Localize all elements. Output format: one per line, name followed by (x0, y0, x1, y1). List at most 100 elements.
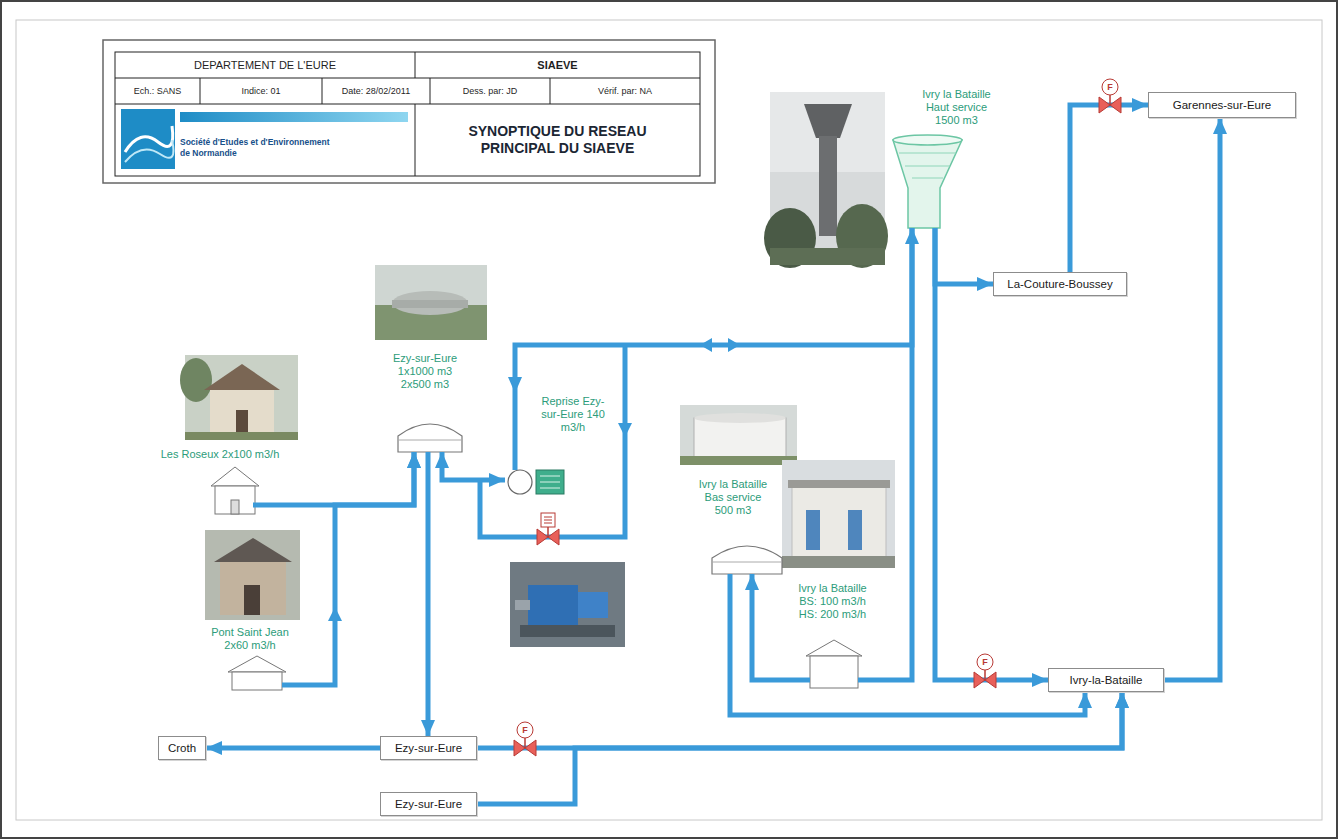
valve-tag-circle (977, 654, 993, 670)
photo-door (244, 585, 260, 615)
pipe-connector (426, 452, 431, 736)
table-cell: Dess. par: JD (430, 78, 550, 104)
house-icon (215, 486, 255, 514)
water-tower: Ivry la Bataille Haut service 1500 m3 (893, 88, 1020, 228)
pipe-connector (1070, 105, 1148, 272)
photo-dome-base (392, 300, 468, 308)
valve-tag-circle (517, 722, 533, 738)
photo-roof (214, 538, 292, 562)
photo-door (848, 510, 862, 550)
water-tower-rib (899, 153, 956, 178)
inner-frame (16, 20, 1322, 820)
valve-tag: F (977, 654, 993, 670)
photo-tree (180, 358, 212, 402)
pump-motor-icon (536, 470, 564, 494)
photo-pump-body (528, 585, 578, 625)
photo-house (220, 560, 286, 615)
node-label: Ivry la Bataille BS: 100 m3/h HS: 200 m3… (793, 582, 873, 621)
title-cell: SYNOPTIQUE DU RESEAU PRINCIPAL DU SIAEVE (415, 104, 700, 176)
node-label: Ivry la Bataille Haut service 1500 m3 (919, 88, 995, 127)
table-cell: Indice: 01 (200, 78, 322, 104)
table-rule (115, 52, 700, 176)
photo-dome (392, 291, 468, 315)
pipe-connector (295, 452, 414, 505)
town-box: Garennes-sur-Eure (1148, 92, 1296, 118)
town-box: Ezy-sur-Eure (380, 792, 477, 816)
reservoir-photo (375, 265, 487, 340)
photo-pipe (515, 600, 530, 610)
photo-ground (185, 432, 298, 440)
title-block-frame (103, 40, 715, 183)
valve-tag-circle (1102, 79, 1118, 95)
photo-ground (782, 556, 895, 568)
table-cell: Date: 28/02/2011 (322, 78, 430, 104)
house-icon (232, 672, 282, 690)
node-label: La-Couture-Boussey (1007, 277, 1112, 291)
valve-stem (1109, 95, 1111, 105)
pipe-connector (752, 574, 785, 680)
valve-stem (547, 527, 549, 537)
pump-motor-fins (540, 476, 560, 488)
bypass-pipe (480, 345, 625, 537)
pipe-connector (1164, 118, 1220, 680)
photo-door (236, 410, 248, 434)
house-icon-door (231, 500, 239, 514)
pump-house-photo (782, 460, 895, 568)
photo-ground (770, 248, 885, 265)
house-icon-roof (228, 656, 286, 672)
photo-tank (694, 418, 786, 458)
node-label: Garennes-sur-Eure (1173, 98, 1271, 112)
table-cell: Ech.: SANS (115, 78, 200, 104)
valve-stem (524, 738, 526, 748)
flow-arrow (700, 338, 740, 352)
reservoir-photo (680, 405, 797, 465)
photo-tank-top (694, 413, 786, 423)
valve-stem (984, 670, 986, 680)
photo-grass (680, 456, 797, 465)
town-box: Ivry-la-Bataille (1048, 668, 1164, 692)
node-label: Ezy-sur-Eure 1x1000 m3 2x500 m3 (387, 352, 463, 391)
water-tower-rim (893, 135, 962, 145)
water-tower-icon (893, 140, 962, 228)
town-box: Ezy-sur-Eure (380, 736, 477, 760)
well-station: Pont Saint Jean 2x60 m3/h (200, 624, 300, 692)
table-cell: Vérif. par: NA (550, 78, 700, 104)
reservoir-icon-line (712, 562, 782, 563)
table-cell: DEPARTEMENT DE L'EURE (115, 52, 415, 78)
valve-tag: F (1102, 79, 1118, 95)
reservoir-icon (398, 424, 462, 452)
photo-roof (204, 364, 280, 390)
photo-base (520, 625, 615, 637)
flow-arrow (618, 423, 632, 437)
node-label: Ezy-sur-Eure (395, 797, 462, 811)
reservoir-icon-line (398, 440, 462, 441)
pipe-connector (300, 452, 414, 685)
well-house-photo (205, 530, 300, 620)
valve-tag: F (517, 722, 533, 738)
well-station: Les Roseux 2x100 m3/h (145, 446, 295, 516)
photo-tower-shaft (819, 136, 837, 236)
pipe-connector (477, 692, 1122, 804)
flow-arrow (328, 607, 342, 621)
town-box: La-Couture-Boussey (993, 272, 1127, 296)
house-icon-roof (806, 640, 862, 656)
photo-roof (788, 480, 890, 488)
valve-actuator-lines (544, 517, 552, 523)
pumping-station: Reprise Ezy-sur-Eure 140 m3/h (505, 393, 613, 503)
logo-wave (125, 126, 173, 152)
logo-band (180, 112, 408, 122)
reservoir-icon (712, 546, 782, 574)
town-box: Croth (158, 736, 206, 760)
connector-group (206, 105, 1220, 804)
node-label: Ezy-sur-Eure (395, 741, 462, 755)
valve-actuator (541, 513, 555, 527)
pumping-station: Ivry la Bataille BS: 100 m3/h HS: 200 m3… (785, 580, 880, 688)
photo-building (792, 486, 886, 558)
drawing-title: SYNOPTIQUE DU RESEAU PRINCIPAL DU SIAEVE (453, 123, 663, 157)
pipe-connector (206, 746, 380, 751)
photo-house (210, 388, 274, 434)
